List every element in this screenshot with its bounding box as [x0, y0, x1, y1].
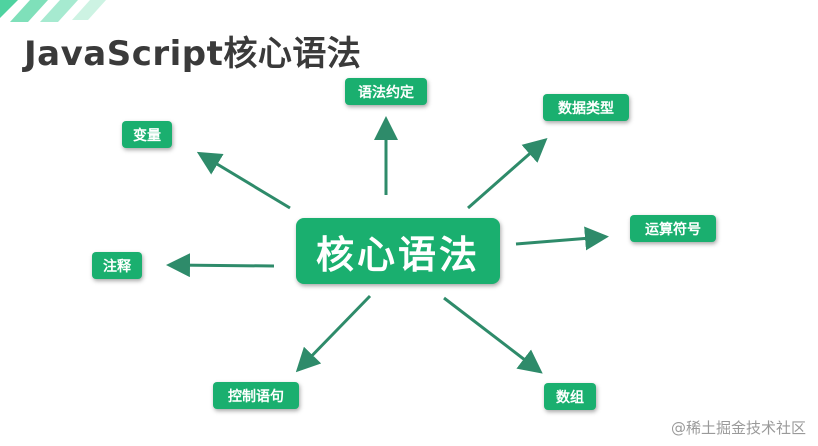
- watermark: @稀土掘金技术社区: [670, 419, 806, 437]
- node-comments: 注释: [92, 252, 142, 279]
- corner-decoration: [0, 0, 106, 22]
- arrow-to-control-statements: [295, 294, 372, 373]
- arrow-to-operators: [515, 226, 609, 251]
- corner-stripe-1: [0, 0, 18, 18]
- node-grammar-rules: 语法约定: [345, 78, 427, 105]
- arrow-to-data-types: [467, 138, 548, 210]
- arrow-to-variables: [196, 151, 291, 210]
- center-node: 核心语法: [296, 218, 500, 284]
- arrow-to-comments: [166, 253, 275, 278]
- node-arrays: 数组: [544, 383, 596, 410]
- arrow-to-arrays: [443, 296, 543, 374]
- node-data-types: 数据类型: [543, 94, 629, 121]
- node-control-statements: 控制语句: [213, 382, 299, 409]
- page-title: JavaScript核心语法: [24, 34, 362, 74]
- corner-stripe-2: [10, 0, 48, 22]
- node-variables: 变量: [122, 121, 172, 148]
- node-operators: 运算符号: [630, 215, 716, 242]
- corner-stripe-4: [72, 0, 106, 20]
- corner-stripe-3: [40, 0, 78, 22]
